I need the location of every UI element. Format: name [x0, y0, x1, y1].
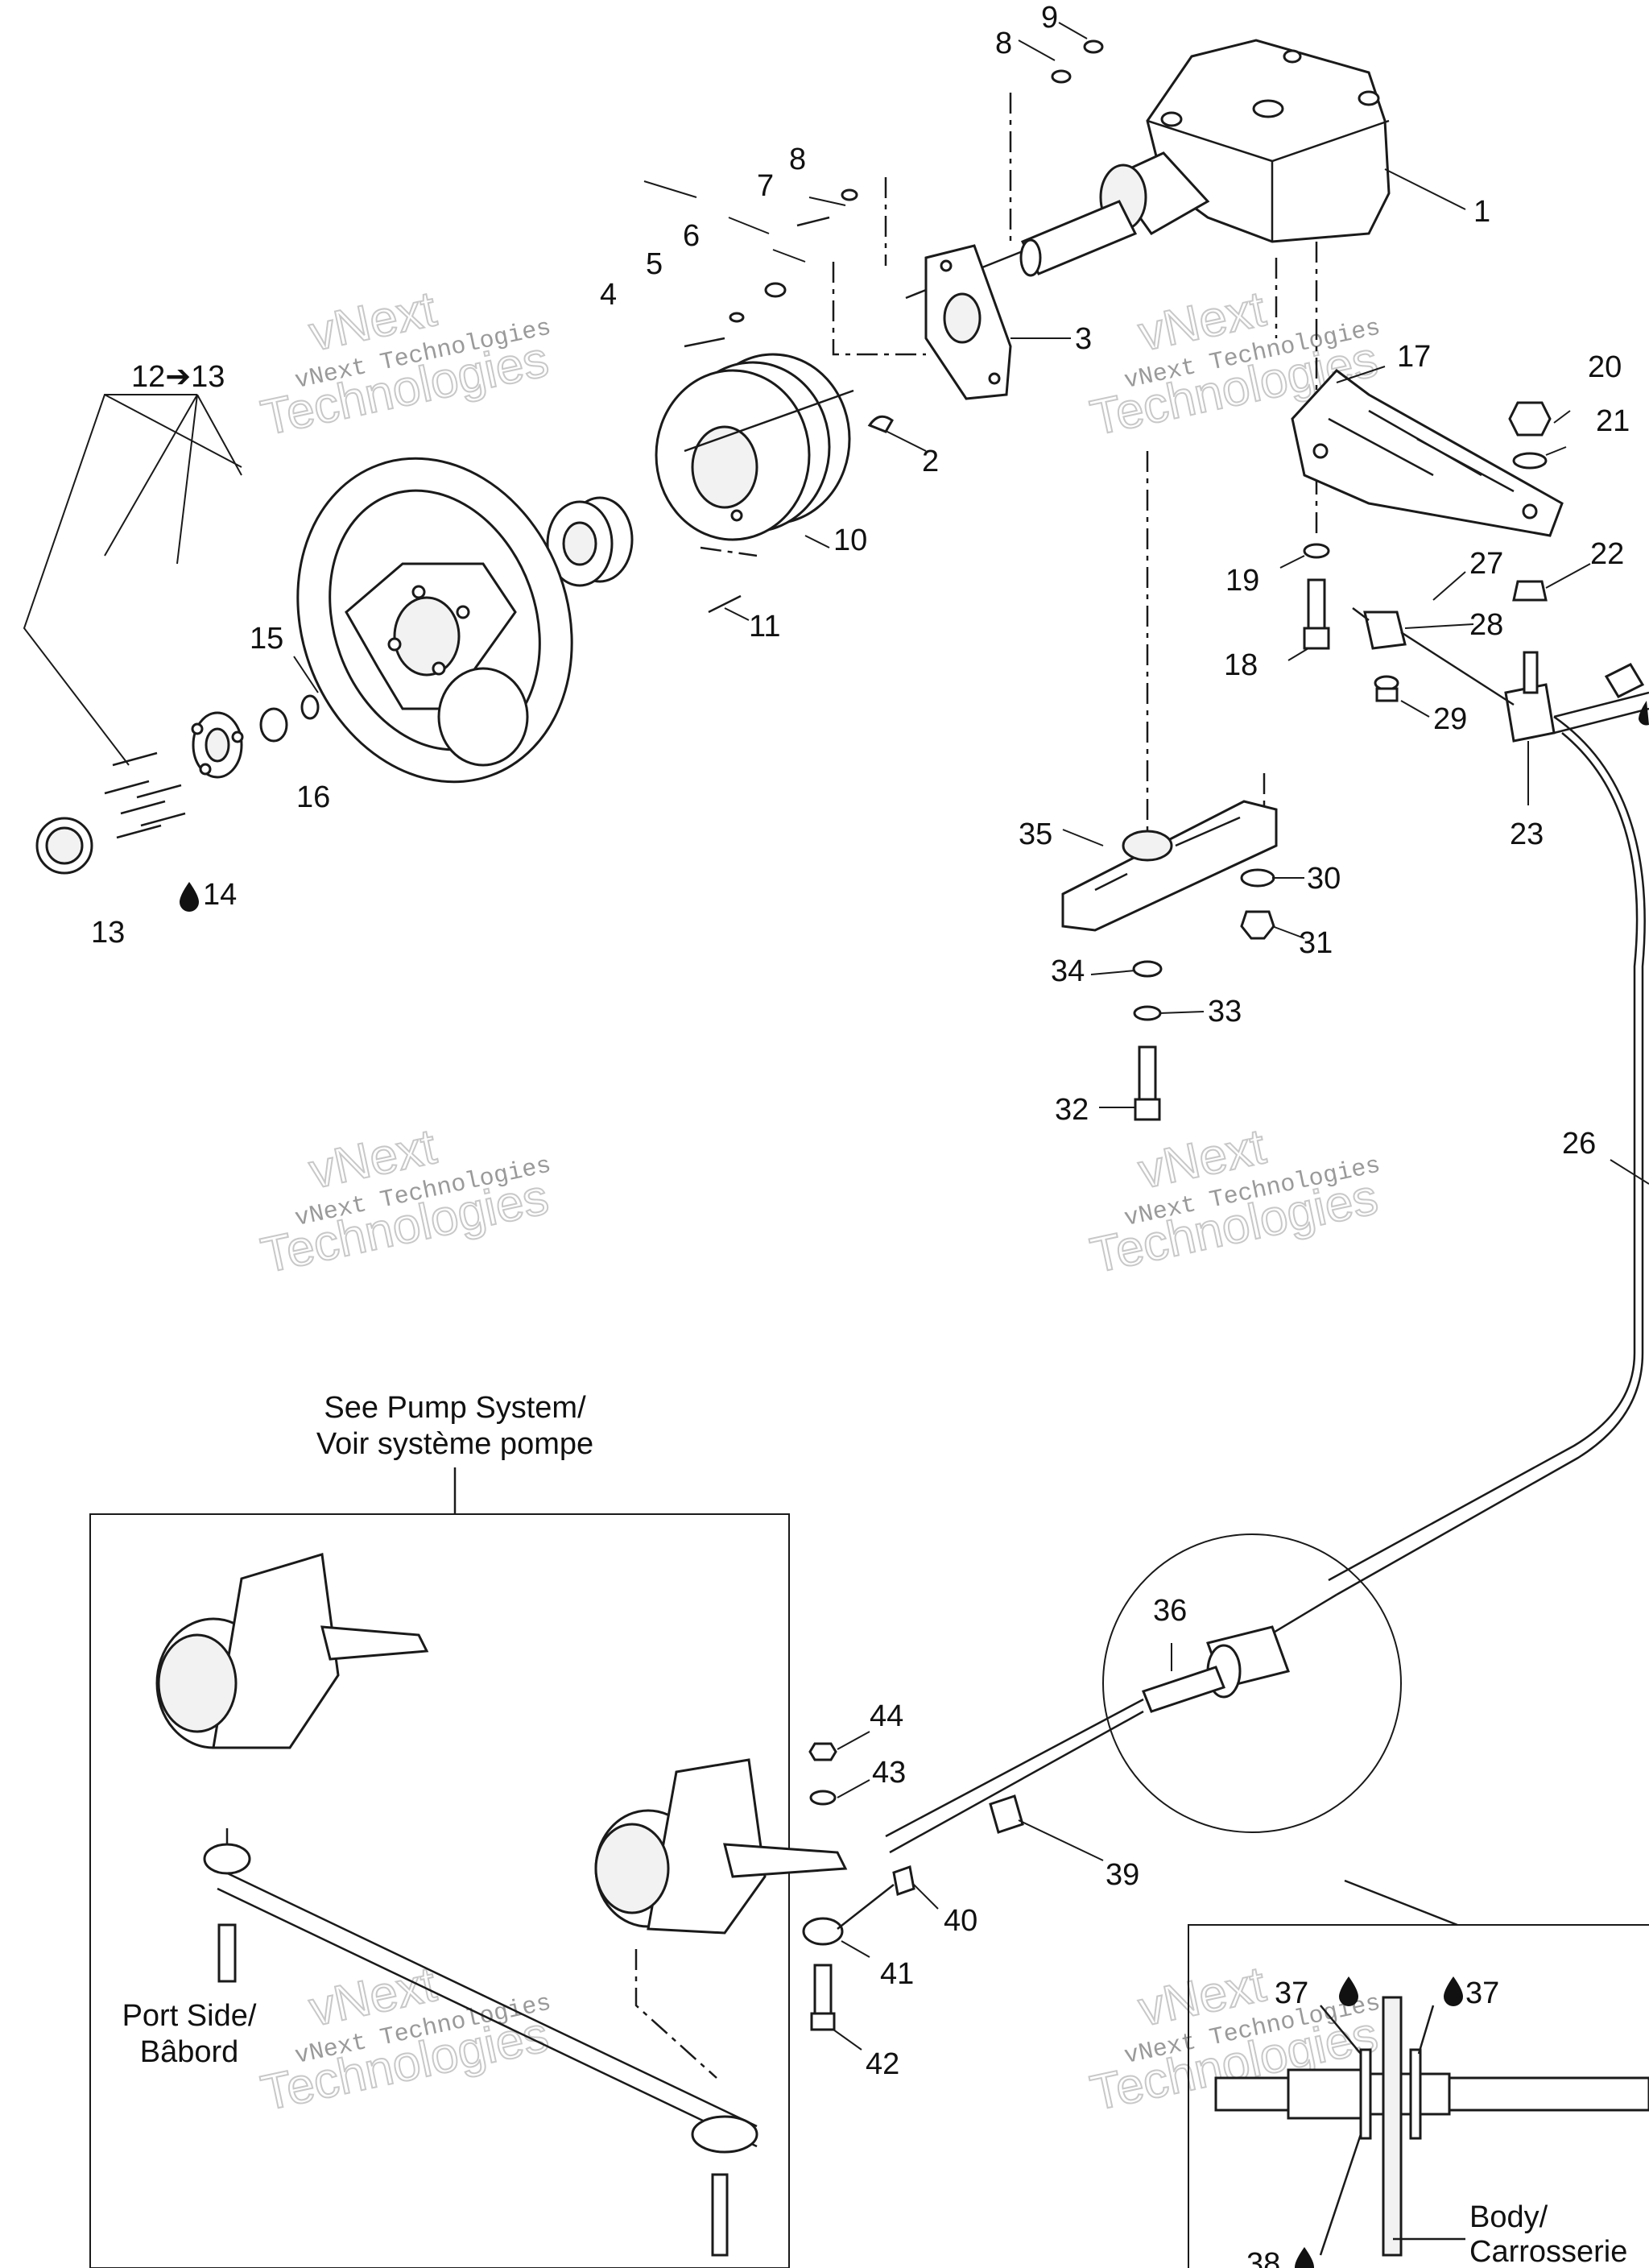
callout-1: 1: [1473, 195, 1490, 229]
watermark: vNext vNext Technologies Technologies: [256, 1118, 554, 1285]
nut-washer-30-31: [1240, 868, 1275, 940]
wheel-hub-parts: [35, 694, 320, 875]
callout-19: 19: [1225, 564, 1259, 598]
callout-44: 44: [870, 1699, 903, 1733]
steering-cable: [1328, 715, 1646, 1596]
callout-22: 22: [1590, 537, 1624, 571]
callout-16: 16: [296, 780, 330, 814]
sealant-drop-icon: [180, 882, 199, 912]
callout-labels: 1 2 3 4 5 6 7 8 8 9 10 11 12➔13 13 14 15…: [91, 1, 1630, 2268]
callout-6: 6: [683, 219, 700, 253]
body-note-line2: Carrosserie: [1469, 2235, 1627, 2268]
callout-35: 35: [1019, 817, 1052, 851]
port-side-note-line1: Port Side/: [122, 1999, 257, 2033]
leader-lines: [23, 22, 1649, 2051]
top-fasteners: [684, 39, 1104, 614]
callout-12: 12➔13: [131, 360, 225, 394]
callout-9: 9: [1041, 1, 1058, 35]
watermark: vNext vNext Technologies Technologies: [1085, 1118, 1383, 1285]
callout-10: 10: [833, 524, 867, 557]
wheel-adapter: [546, 496, 634, 587]
callout-11: 11: [749, 610, 780, 644]
callout-41: 41: [880, 1957, 914, 1991]
sealant-drop-icon: [1295, 2247, 1314, 2268]
woodruff-key: [867, 415, 894, 433]
lower-bracket: [1061, 800, 1278, 932]
pump-system-box: [89, 1467, 848, 2268]
callout-18: 18: [1224, 648, 1258, 682]
mount-plate: [924, 244, 1012, 400]
callout-8b: 8: [995, 27, 1012, 60]
callout-21: 21: [1596, 404, 1630, 438]
callout-29: 29: [1433, 702, 1467, 736]
steering-wheel: [296, 457, 573, 784]
callout-40: 40: [944, 1904, 977, 1938]
callout-2: 2: [922, 445, 939, 478]
callout-15: 15: [250, 622, 283, 656]
callout-3: 3: [1075, 322, 1092, 356]
callout-4: 4: [600, 278, 617, 312]
callout-28: 28: [1469, 608, 1503, 642]
hub-adapter: [655, 353, 854, 541]
cable-bracket: [1291, 368, 1564, 537]
sealant-drop-icon: [1444, 1976, 1463, 2006]
nut-washer-20-21-22: [1508, 401, 1552, 602]
watermark: vNext vNext Technologies Technologies: [256, 1956, 554, 2122]
watermark: vNext vNext Technologies Technologies: [256, 280, 554, 447]
callout-32: 32: [1055, 1093, 1089, 1127]
callout-31: 31: [1299, 926, 1333, 960]
bolt-32-33-34: [1132, 960, 1163, 1121]
body-detail-box: [1188, 1924, 1649, 2268]
callout-8a: 8: [789, 143, 806, 176]
pump-system-note-line2: Voir système pompe: [316, 1427, 593, 1461]
callout-27: 27: [1469, 547, 1503, 581]
callout-14: 14: [203, 878, 237, 912]
pump-system-note-line1: See Pump System/: [324, 1391, 586, 1425]
callout-7: 7: [757, 169, 774, 203]
callout-36: 36: [1153, 1594, 1187, 1628]
body-note-line1: Body/: [1469, 2200, 1548, 2234]
callout-37b: 37: [1465, 1976, 1499, 2010]
callout-30: 30: [1307, 862, 1341, 896]
callout-20: 20: [1588, 350, 1622, 384]
bolt-18-19: [1303, 543, 1330, 650]
callout-5: 5: [646, 247, 663, 281]
sealant-drop-icon: [1339, 1976, 1358, 2006]
callout-23: 23: [1510, 817, 1544, 851]
callout-17: 17: [1397, 340, 1431, 374]
cable-end-fitting: [1352, 607, 1649, 743]
sealant-drop-icon: [1639, 701, 1649, 726]
callout-26: 26: [1562, 1127, 1596, 1161]
port-side-note-line2: Bâbord: [140, 2035, 239, 2069]
callout-13: 13: [91, 916, 125, 950]
detail-circle: [885, 1533, 1458, 1927]
callout-38: 38: [1246, 2247, 1280, 2268]
cable-rod-end-parts: [802, 1742, 1024, 2031]
callout-43: 43: [872, 1756, 906, 1790]
steering-column-housing: [905, 39, 1391, 300]
callout-34: 34: [1051, 954, 1085, 988]
callout-33: 33: [1208, 995, 1242, 1028]
callout-39: 39: [1106, 1858, 1139, 1892]
callout-42: 42: [866, 2047, 899, 2081]
callout-37a: 37: [1275, 1976, 1308, 2010]
diagram-notes: See Pump System/ Voir système pompe Port…: [122, 1391, 1628, 2268]
